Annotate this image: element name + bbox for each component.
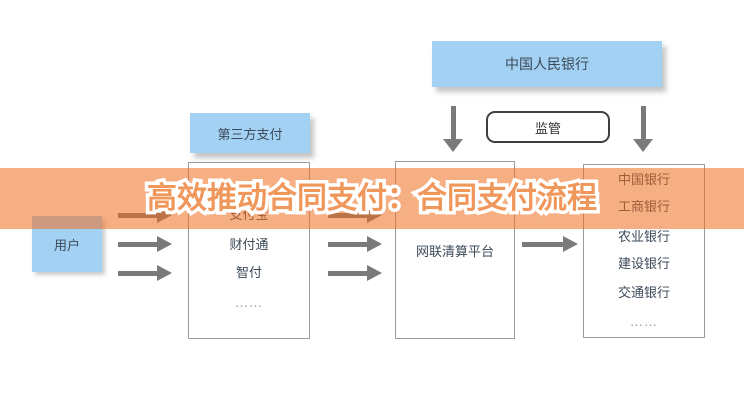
arrow-shaft bbox=[522, 241, 563, 247]
arrow-shaft bbox=[118, 270, 157, 276]
node-clearing-platform-label: 网联清算平台 bbox=[415, 245, 494, 260]
arrow-head bbox=[563, 236, 578, 252]
node-user-label: 用户 bbox=[53, 238, 80, 254]
arrow-head bbox=[367, 265, 382, 281]
flow-arrow-clearing-banks bbox=[522, 236, 578, 252]
arrow-shaft bbox=[640, 106, 646, 139]
ellipsis-item: …… bbox=[235, 296, 263, 311]
arrow-shaft bbox=[450, 106, 456, 139]
node-third-party-label: 第三方支付 bbox=[217, 127, 283, 143]
page-title-outline: 高效推动合同支付：合同支付流程 bbox=[144, 178, 601, 219]
node-supervision: 监管 bbox=[486, 111, 610, 143]
node-pboc-label: 中国人民银行 bbox=[505, 57, 589, 73]
arrow-head bbox=[367, 236, 382, 252]
arrow-shaft bbox=[118, 241, 157, 247]
list-item: 农业银行 bbox=[617, 230, 670, 245]
list-item: 交通银行 bbox=[617, 286, 670, 301]
arrow-head bbox=[157, 236, 172, 252]
flow-arrow-tp-clearing-2 bbox=[328, 236, 382, 252]
node-third-party: 第三方支付 bbox=[190, 113, 310, 153]
flow-arrow-user-tp-3 bbox=[118, 265, 172, 281]
list-item: 财付通 bbox=[229, 238, 269, 253]
title-banner bbox=[0, 168, 744, 229]
flow-arrow-user-tp-2 bbox=[118, 236, 172, 252]
ellipsis-item: …… bbox=[630, 315, 658, 330]
arrow-head bbox=[633, 139, 653, 152]
arrow-head bbox=[443, 139, 463, 152]
down-arrow-right bbox=[633, 106, 653, 152]
down-arrow-left bbox=[443, 106, 463, 152]
node-supervision-label: 监管 bbox=[534, 121, 561, 137]
list-item: 智付 bbox=[235, 266, 262, 281]
list-item: 建设银行 bbox=[617, 257, 670, 272]
flow-arrow-tp-clearing-3 bbox=[328, 265, 382, 281]
node-pboc: 中国人民银行 bbox=[432, 41, 662, 87]
arrow-shaft bbox=[328, 270, 367, 276]
arrow-shaft bbox=[328, 241, 367, 247]
page-title-text: 高效推动合同支付：合同支付流程 bbox=[147, 181, 597, 216]
arrow-head bbox=[157, 265, 172, 281]
